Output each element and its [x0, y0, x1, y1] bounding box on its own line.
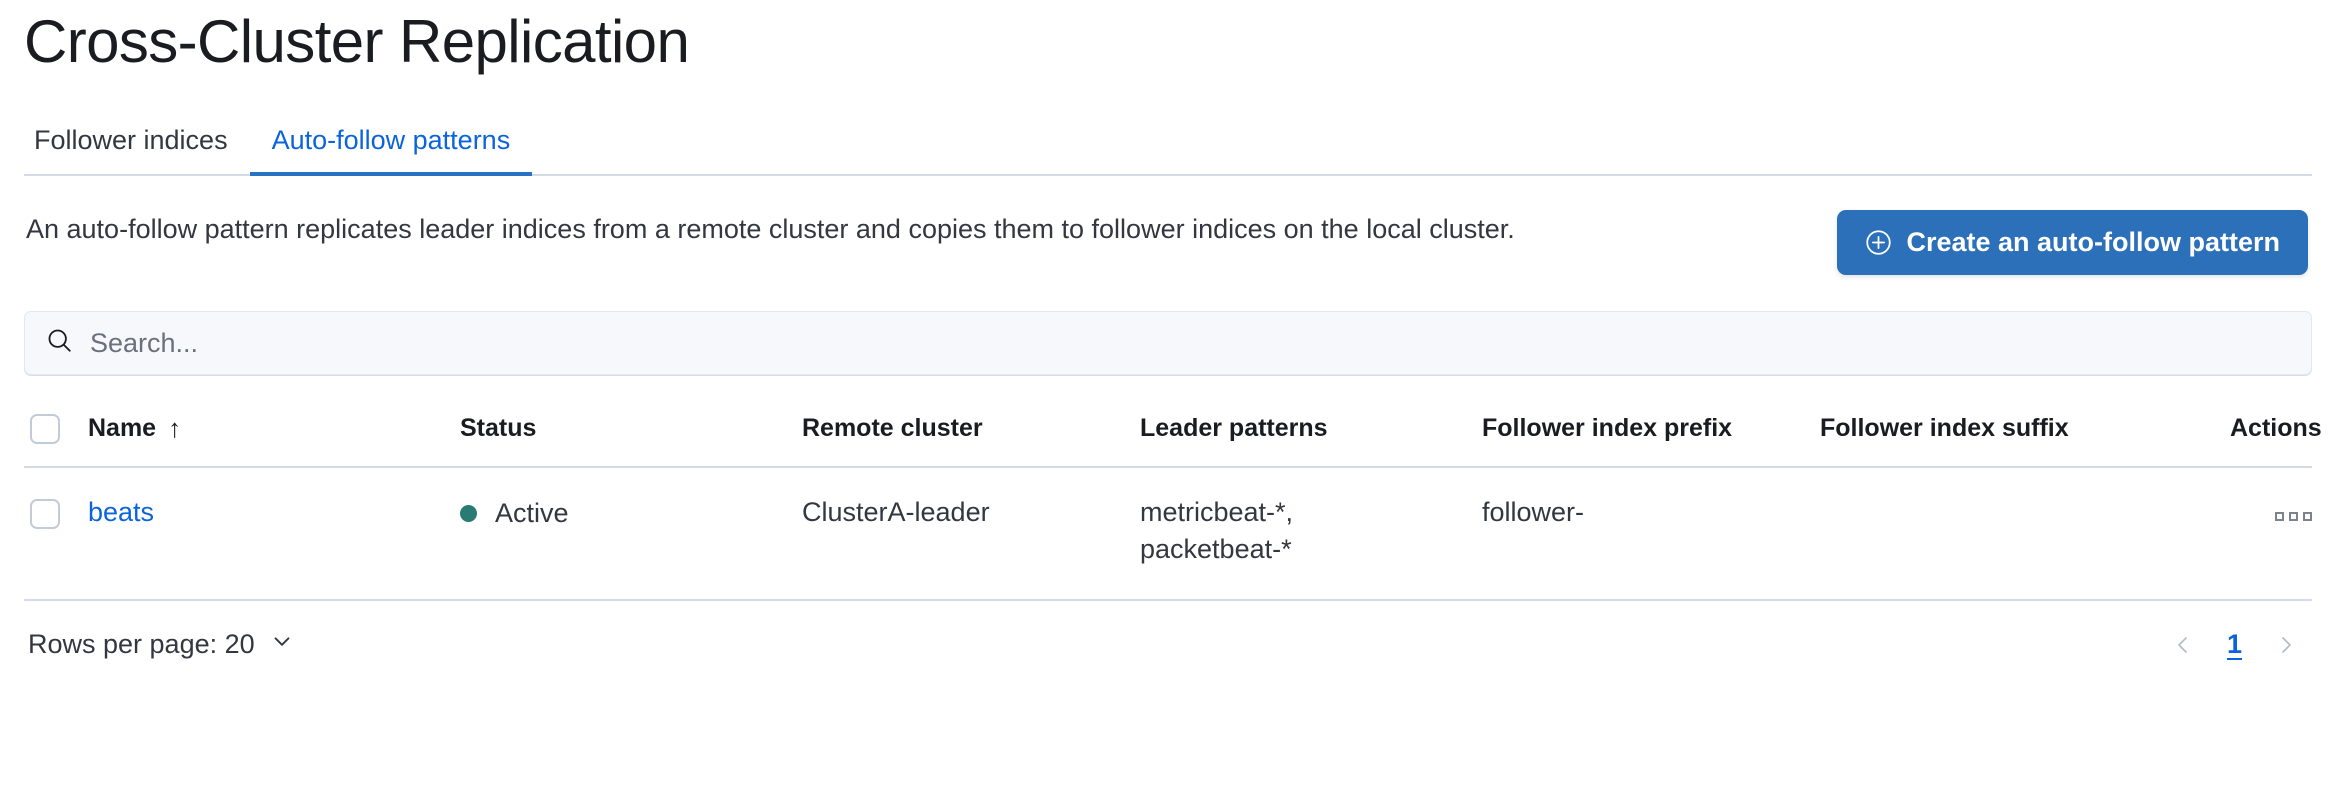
- pagination-page-1[interactable]: 1: [2215, 629, 2254, 660]
- chevron-right-icon[interactable]: [2264, 627, 2308, 663]
- table-header: Name ↑ Status Remote cluster Leader patte…: [24, 405, 2322, 468]
- pattern-name-link[interactable]: beats: [88, 497, 155, 527]
- tab-follower-indices[interactable]: Follower indices: [24, 127, 250, 176]
- search-icon: [45, 326, 74, 360]
- plus-in-circle-icon: [1865, 229, 1892, 256]
- status-label: Active: [495, 498, 569, 528]
- column-header-leader-patterns[interactable]: Leader patterns: [1140, 405, 1482, 468]
- table-header-row: Name ↑ Status Remote cluster Leader patte…: [24, 405, 2322, 468]
- action-dot: [2275, 512, 2284, 521]
- cell-follower-index-suffix: [1820, 467, 2230, 601]
- action-dot: [2289, 512, 2298, 521]
- page-description: An auto-follow pattern replicates leader…: [26, 214, 1515, 244]
- cell-name: beats: [88, 467, 460, 601]
- select-all-checkbox[interactable]: [30, 413, 60, 444]
- select-all-header: [24, 405, 88, 468]
- create-auto-follow-pattern-button[interactable]: Create an auto-follow pattern: [1837, 210, 2308, 275]
- table-footer: Rows per page: 20 1: [24, 627, 2312, 663]
- column-header-follower-index-suffix[interactable]: Follower index suffix: [1820, 405, 2230, 468]
- action-dot: [2303, 512, 2312, 521]
- cell-follower-index-prefix: follower-: [1482, 467, 1820, 601]
- cell-remote-cluster: ClusterA-leader: [802, 467, 1140, 601]
- auto-follow-patterns-table: Name ↑ Status Remote cluster Leader patte…: [24, 405, 2322, 601]
- page-title: Cross-Cluster Replication: [24, 8, 690, 75]
- chevron-down-icon: [269, 628, 295, 661]
- status-dot-icon: [460, 505, 477, 523]
- description-row: An auto-follow pattern replicates leader…: [24, 210, 2312, 275]
- search-bar[interactable]: [24, 311, 2312, 375]
- table-row: beats Active ClusterA-leader metricbeat-…: [24, 467, 2312, 601]
- boxes-horizontal-icon[interactable]: [2275, 506, 2312, 521]
- column-header-actions: Actions: [2230, 405, 2322, 468]
- cell-status: Active: [460, 467, 802, 601]
- column-header-name-label: Name: [88, 414, 157, 442]
- column-header-remote-cluster[interactable]: Remote cluster: [802, 405, 1140, 468]
- rows-per-page-label: Rows per page: 20: [28, 629, 255, 659]
- create-button-label: Create an auto-follow pattern: [1906, 227, 2280, 257]
- row-select-cell: [24, 467, 88, 601]
- rows-per-page-selector[interactable]: Rows per page: 20: [28, 628, 295, 661]
- column-header-status[interactable]: Status: [460, 405, 802, 468]
- column-header-name[interactable]: Name ↑: [88, 405, 460, 468]
- row-checkbox[interactable]: [30, 498, 60, 529]
- column-header-follower-index-prefix[interactable]: Follower index prefix: [1482, 405, 1820, 468]
- tab-auto-follow-patterns[interactable]: Auto-follow patterns: [249, 127, 533, 176]
- cell-leader-patterns: metricbeat-*, packetbeat-*: [1140, 467, 1482, 601]
- sort-ascending-icon: ↑: [168, 413, 182, 443]
- leader-pattern-item: packetbeat-*: [1140, 534, 1292, 565]
- tab-bar: Follower indices Auto-follow patterns: [24, 98, 2312, 176]
- cell-actions: [2230, 467, 2312, 601]
- table-body: beats Active ClusterA-leader metricbeat-…: [24, 467, 2312, 601]
- pagination: 1: [2161, 627, 2308, 663]
- search-input[interactable]: [74, 326, 2291, 360]
- chevron-left-icon[interactable]: [2161, 627, 2205, 663]
- leader-pattern-item: metricbeat-*,: [1140, 497, 1294, 527]
